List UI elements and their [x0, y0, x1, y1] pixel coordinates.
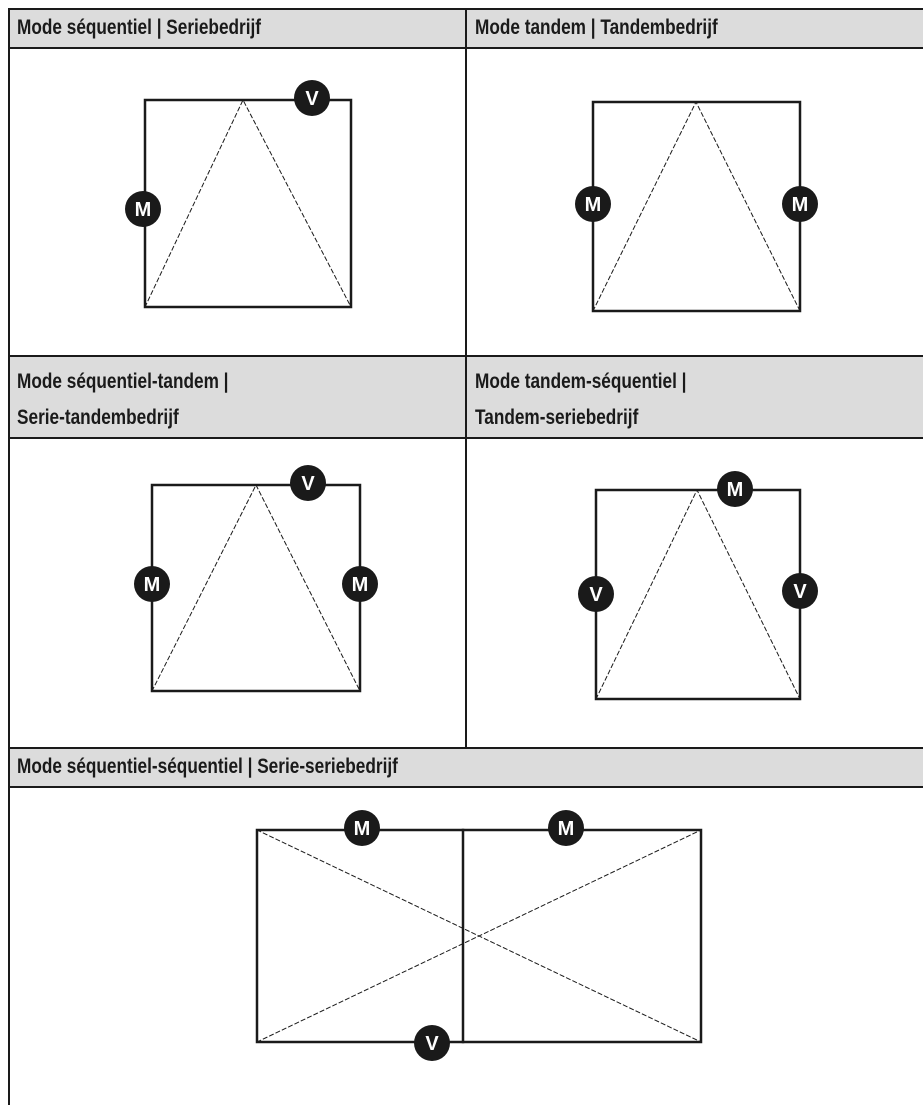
badge-v: V [414, 1025, 450, 1061]
badge-label: V [305, 88, 319, 110]
badge-label: V [301, 473, 315, 495]
door-frame [591, 100, 802, 313]
badge-m: M [134, 566, 170, 602]
badge-label: M [144, 574, 161, 596]
header-bg-seq-tandem [10, 357, 465, 437]
badge-label: M [792, 194, 809, 216]
cell-title-tandem-seq-line2: Tandem-seriebedrijf [475, 406, 639, 429]
header-bg-tandem [467, 10, 923, 47]
diagram-seq [143, 98, 353, 309]
badge-label: V [425, 1033, 439, 1055]
door-frame [594, 488, 802, 701]
badge-m: M [575, 186, 611, 222]
opening-diagonal [256, 829, 702, 1043]
grid-line [8, 8, 10, 1105]
cell-title-seq: Mode séquentiel | Seriebedrijf [17, 16, 262, 39]
opening-triangle [151, 483, 361, 692]
door-frame [255, 828, 703, 1044]
cell-title-seq-tandem-line2: Serie-tandembedrijf [17, 406, 179, 429]
badge-label: M [354, 818, 371, 840]
grid-line [8, 786, 923, 788]
badge-m: M [125, 191, 161, 227]
diagram-seq-seq [255, 828, 703, 1044]
diagram-tandem-seq [594, 488, 802, 701]
opening-triangle [592, 100, 801, 312]
cell-title-seq-tandem-line1: Mode séquentiel-tandem | [17, 370, 229, 393]
opening-triangle [144, 98, 352, 308]
header-bg-tandem-seq [467, 357, 923, 437]
badge-v: V [290, 465, 326, 501]
badge-label: M [352, 574, 369, 596]
badge-m: M [717, 471, 753, 507]
diagram-tandem [591, 100, 802, 313]
badge-m: M [782, 186, 818, 222]
cell-title-seq-seq: Mode séquentiel-séquentiel | Serie-serie… [17, 755, 398, 778]
badge-label: M [585, 194, 602, 216]
badge-v: V [782, 573, 818, 609]
badge-m: M [344, 810, 380, 846]
header-bg-seq [10, 10, 465, 47]
badge-label: V [793, 581, 807, 603]
badge-label: M [135, 199, 152, 221]
opening-triangle [595, 488, 801, 700]
badge-label: M [558, 818, 575, 840]
badge-m: M [342, 566, 378, 602]
grid-line [465, 8, 467, 749]
door-frame [150, 483, 362, 693]
cell-title-tandem: Mode tandem | Tandembedrijf [475, 16, 718, 39]
badge-v: V [294, 80, 330, 116]
door-frame [143, 98, 353, 309]
header-bg-seq-seq [10, 749, 923, 786]
cell-title-tandem-seq-line1: Mode tandem-séquentiel | [475, 370, 687, 393]
badge-v: V [578, 576, 614, 612]
diagram-seq-tandem [150, 483, 362, 693]
badge-label: V [589, 584, 603, 606]
badge-label: M [727, 479, 744, 501]
badge-m: M [548, 810, 584, 846]
